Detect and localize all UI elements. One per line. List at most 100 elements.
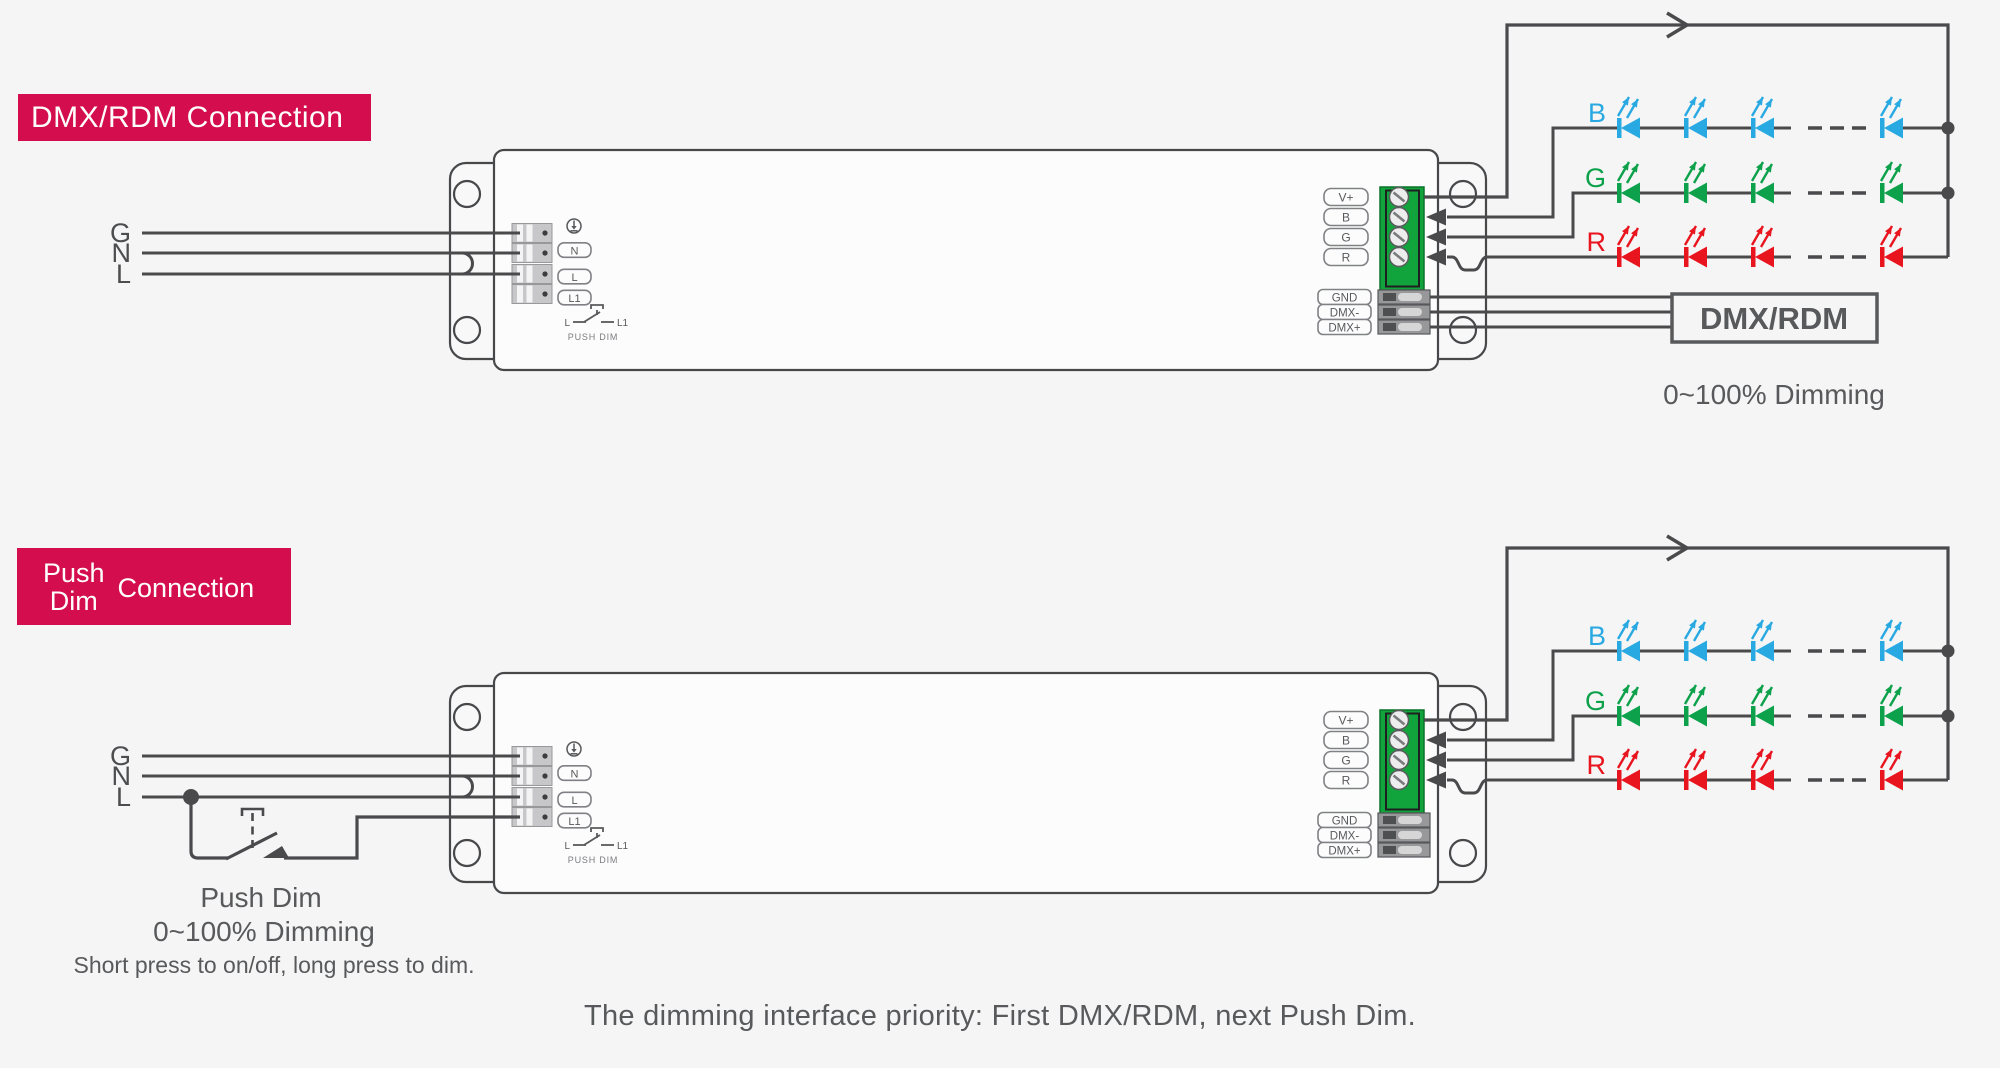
wire-to-switch <box>189 797 228 860</box>
led-emission-arrowhead <box>1894 99 1901 108</box>
led-emission-arrowhead <box>1698 228 1705 237</box>
terminal-label-box <box>557 268 592 285</box>
mini-switch-left-label: L <box>564 318 570 329</box>
led-emission-arrowhead <box>1698 99 1705 108</box>
dmx-section-title: DMX/RDM Connection <box>31 101 344 134</box>
push-dim-badge-stack: Push Dim <box>43 559 105 615</box>
led-emission-arrowhead <box>1631 228 1638 237</box>
led-symbol <box>1616 161 1640 204</box>
device-body <box>492 148 1440 372</box>
terminal-label: V+ <box>1338 191 1353 205</box>
led-emission-arrowhead <box>1689 97 1696 106</box>
arrowhead-into-terminal <box>1426 228 1446 246</box>
led-symbol <box>1683 161 1707 204</box>
push-dim-print: L L1 PUSH DIM <box>564 304 629 342</box>
output-terminal-labels: V+ B G R <box>1323 187 1369 267</box>
wire-v-plus-bus <box>1424 23 1950 257</box>
dmx-rdm-controller-label: DMX/RDM <box>1700 301 1848 336</box>
terminal-label-box <box>557 289 592 306</box>
led-emission-arrowhead <box>1765 99 1772 108</box>
led-emission-arrowhead <box>1622 226 1629 235</box>
terminal-label: R <box>1342 251 1351 265</box>
led-row-b: B <box>1588 96 1948 139</box>
terminal-screw <box>1388 226 1410 248</box>
push-button-actuator <box>240 807 265 816</box>
led-driver-device: N L L1 L L1 PUSH DIM V+ B G R <box>110 11 1955 372</box>
led-emission-arrowhead <box>1622 97 1629 106</box>
input-terminal <box>511 284 553 304</box>
push-dim-dimming-caption: 0~100% Dimming <box>153 916 375 947</box>
mini-switch-actuator <box>590 304 604 309</box>
led-emission-arrowhead <box>1756 162 1763 171</box>
led-emission-arrowhead <box>1631 164 1638 173</box>
screw-hole <box>1448 315 1478 345</box>
green-output-terminal-block <box>1379 186 1425 291</box>
terminal-label-box <box>557 242 592 259</box>
led-strings: B GR <box>1585 96 1948 268</box>
led-emission-arrowhead <box>1894 164 1901 173</box>
led-emission-arrowhead <box>1765 228 1772 237</box>
dmx-section-badge: DMX/RDM Connection <box>18 94 371 141</box>
led-emission-arrowhead <box>1756 97 1763 106</box>
led-symbol <box>1879 161 1903 204</box>
arrowhead-into-terminal <box>1426 248 1446 266</box>
dmx-dimming-caption: 0~100% Dimming <box>1663 379 1885 410</box>
led-emission-arrowhead <box>1756 226 1763 235</box>
led-emission-arrowhead <box>1885 162 1892 171</box>
led-symbol <box>1683 225 1707 268</box>
priority-note: The dimming interface priority: First DM… <box>583 1000 1417 1032</box>
led-emission-arrowhead <box>1689 226 1696 235</box>
signal-terminal-labels: GND DMX- DMX+ <box>1317 288 1372 336</box>
mini-switch-right-label: L1 <box>617 318 629 329</box>
input-wire-label-l: L <box>116 259 131 289</box>
push-dim-section-badge: Push Dim Connection <box>17 548 291 625</box>
led-symbol <box>1683 96 1707 139</box>
push-dim-section-extras: Push Dim 0~100% Dimming Short press to o… <box>73 789 520 978</box>
terminal-label-box <box>1323 207 1369 227</box>
input-wire-label-n: N <box>112 238 132 268</box>
terminal-label: DMX- <box>1330 308 1360 320</box>
led-emission-arrowhead <box>1698 164 1705 173</box>
earth-icon <box>566 218 582 234</box>
mini-switch-caption: PUSH DIM <box>568 332 618 342</box>
switch-contact-wedge <box>263 846 289 858</box>
terminal-label: L1 <box>568 293 580 305</box>
terminal-label-box <box>1323 247 1369 267</box>
led-row-label: B <box>1588 98 1606 128</box>
terminal-screw <box>1388 186 1410 208</box>
screw-hole <box>452 315 482 345</box>
terminal-label-box <box>1323 227 1369 247</box>
led-row-r: R <box>1587 225 1948 268</box>
push-dim-badge-suffix: Connection <box>117 573 255 603</box>
terminal-label: GND <box>1332 293 1358 305</box>
terminal-label: B <box>1342 211 1350 225</box>
wire-channel-g <box>1447 191 1618 239</box>
led-symbol <box>1750 161 1774 204</box>
led-symbol <box>1616 96 1640 139</box>
terminal-label: L <box>571 272 577 284</box>
led-symbol <box>1879 96 1903 139</box>
led-symbol <box>1879 225 1903 268</box>
dmx-rdm-controller-box <box>1670 292 1879 344</box>
led-row-label: R <box>1587 227 1607 257</box>
terminal-screw <box>1388 206 1410 228</box>
push-dim-note: Short press to on/off, long press to dim… <box>73 952 474 978</box>
current-direction-arrow-icon <box>1666 11 1691 39</box>
input-wire-label-g: G <box>110 218 131 248</box>
terminal-label: N <box>571 246 579 258</box>
terminal-label-box <box>1323 187 1369 207</box>
dmx-connector <box>1377 289 1431 335</box>
screw-hole <box>1448 179 1478 209</box>
led-emission-arrowhead <box>1631 99 1638 108</box>
led-driver-device-bottom <box>108 534 1957 895</box>
wire-to-l1-terminal <box>284 815 520 860</box>
led-emission-arrowhead <box>1622 162 1629 171</box>
terminal-screw <box>1388 246 1410 268</box>
led-emission-arrowhead <box>1885 97 1892 106</box>
input-terminal-labels: N L L1 <box>557 242 592 306</box>
led-symbol <box>1616 225 1640 268</box>
led-row-g: G <box>1585 161 1948 204</box>
led-emission-arrowhead <box>1765 164 1772 173</box>
dmx-section-extras: DMX/RDM 0~100% Dimming <box>1430 292 1885 410</box>
